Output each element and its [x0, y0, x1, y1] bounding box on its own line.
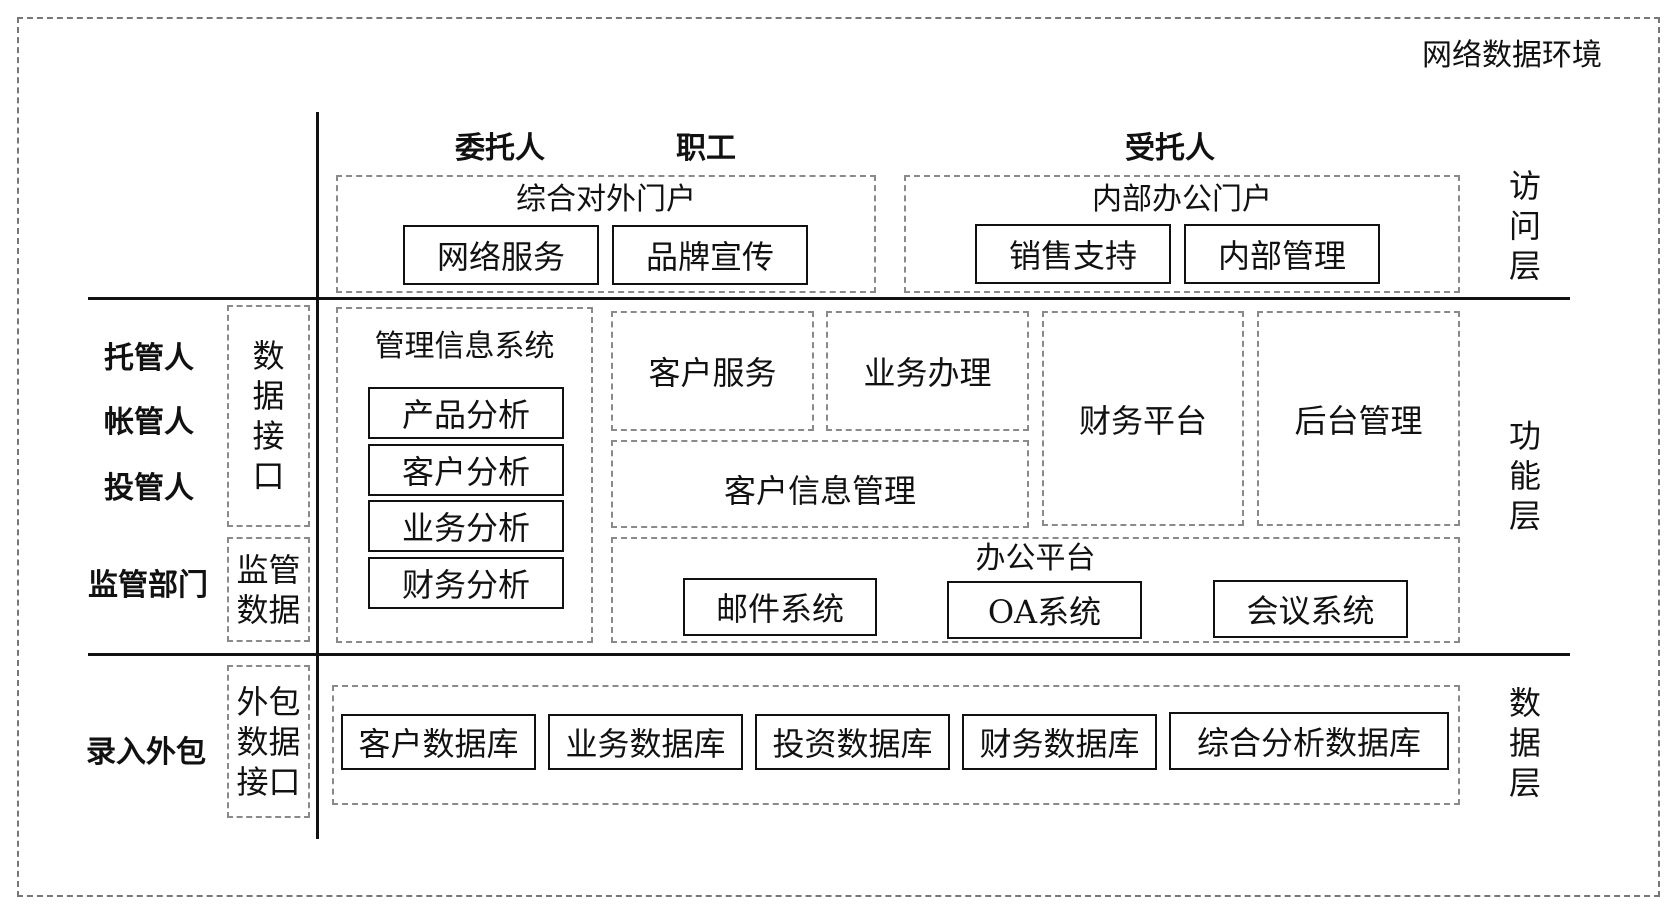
business-analysis-box: 业务分析: [368, 500, 564, 552]
email-system-box: 邮件系统: [683, 578, 877, 636]
business-database-box: 业务数据库: [548, 714, 743, 770]
meeting-system-box: 会议系统: [1213, 580, 1408, 638]
layer-label-data: 数据层: [1508, 683, 1541, 802]
oa-system-box: OA系统: [947, 581, 1142, 639]
role-outsourced-entry: 录入外包: [86, 735, 206, 770]
analytics-database-box: 综合分析数据库: [1169, 712, 1449, 770]
role-account-manager: 帐管人: [104, 405, 194, 440]
external-portal-title: 综合对外门户: [516, 182, 696, 217]
network-service-box: 网络服务: [403, 225, 599, 285]
database-group: [332, 685, 1460, 805]
external-portal-group: [336, 175, 876, 293]
finance-database-box: 财务数据库: [962, 714, 1157, 770]
role-custodian: 托管人: [104, 341, 194, 376]
header-principal: 委托人: [455, 131, 545, 166]
regulatory-data-box: 监管数据: [227, 537, 310, 642]
sales-support-box: 销售支持: [975, 224, 1171, 284]
business-handling-box: 业务办理: [826, 311, 1029, 431]
internal-portal-title: 内部办公门户: [1092, 182, 1272, 217]
layer-label-function: 功能层: [1508, 416, 1541, 535]
role-investment-manager: 投管人: [104, 471, 194, 506]
office-platform-title: 办公平台: [975, 541, 1096, 576]
vertical-divider: [316, 112, 319, 839]
mis-title: 管理信息系统: [374, 329, 555, 364]
investment-database-box: 投资数据库: [755, 714, 950, 770]
access-function-divider: [88, 297, 1570, 300]
data-interface-box: 数据接口: [227, 305, 310, 527]
header-staff: 职工: [676, 131, 736, 166]
internal-management-box: 内部管理: [1184, 224, 1380, 284]
header-trustee: 受托人: [1125, 131, 1215, 166]
environment-label: 网络数据环境: [1422, 38, 1602, 73]
outsourced-data-interface-box: 外包数据接口: [227, 665, 310, 818]
network-environment-frame: [17, 17, 1660, 897]
brand-promotion-box: 品牌宣传: [612, 225, 808, 285]
internal-portal-group: [904, 175, 1460, 293]
customer-service-box: 客户服务: [611, 311, 814, 431]
function-data-divider: [88, 653, 1570, 656]
layer-label-access: 访问层: [1508, 166, 1541, 285]
mis-group: [336, 307, 593, 643]
role-regulator: 监管部门: [88, 568, 208, 603]
customer-database-box: 客户数据库: [341, 714, 536, 770]
customer-analysis-box: 客户分析: [368, 444, 564, 496]
customer-info-management-box: 客户信息管理: [611, 440, 1029, 528]
finance-platform-box: 财务平台: [1042, 311, 1244, 526]
backend-management-box: 后台管理: [1257, 311, 1460, 526]
finance-analysis-box: 财务分析: [368, 557, 564, 609]
product-analysis-box: 产品分析: [368, 387, 564, 439]
office-platform-group: [611, 537, 1460, 643]
